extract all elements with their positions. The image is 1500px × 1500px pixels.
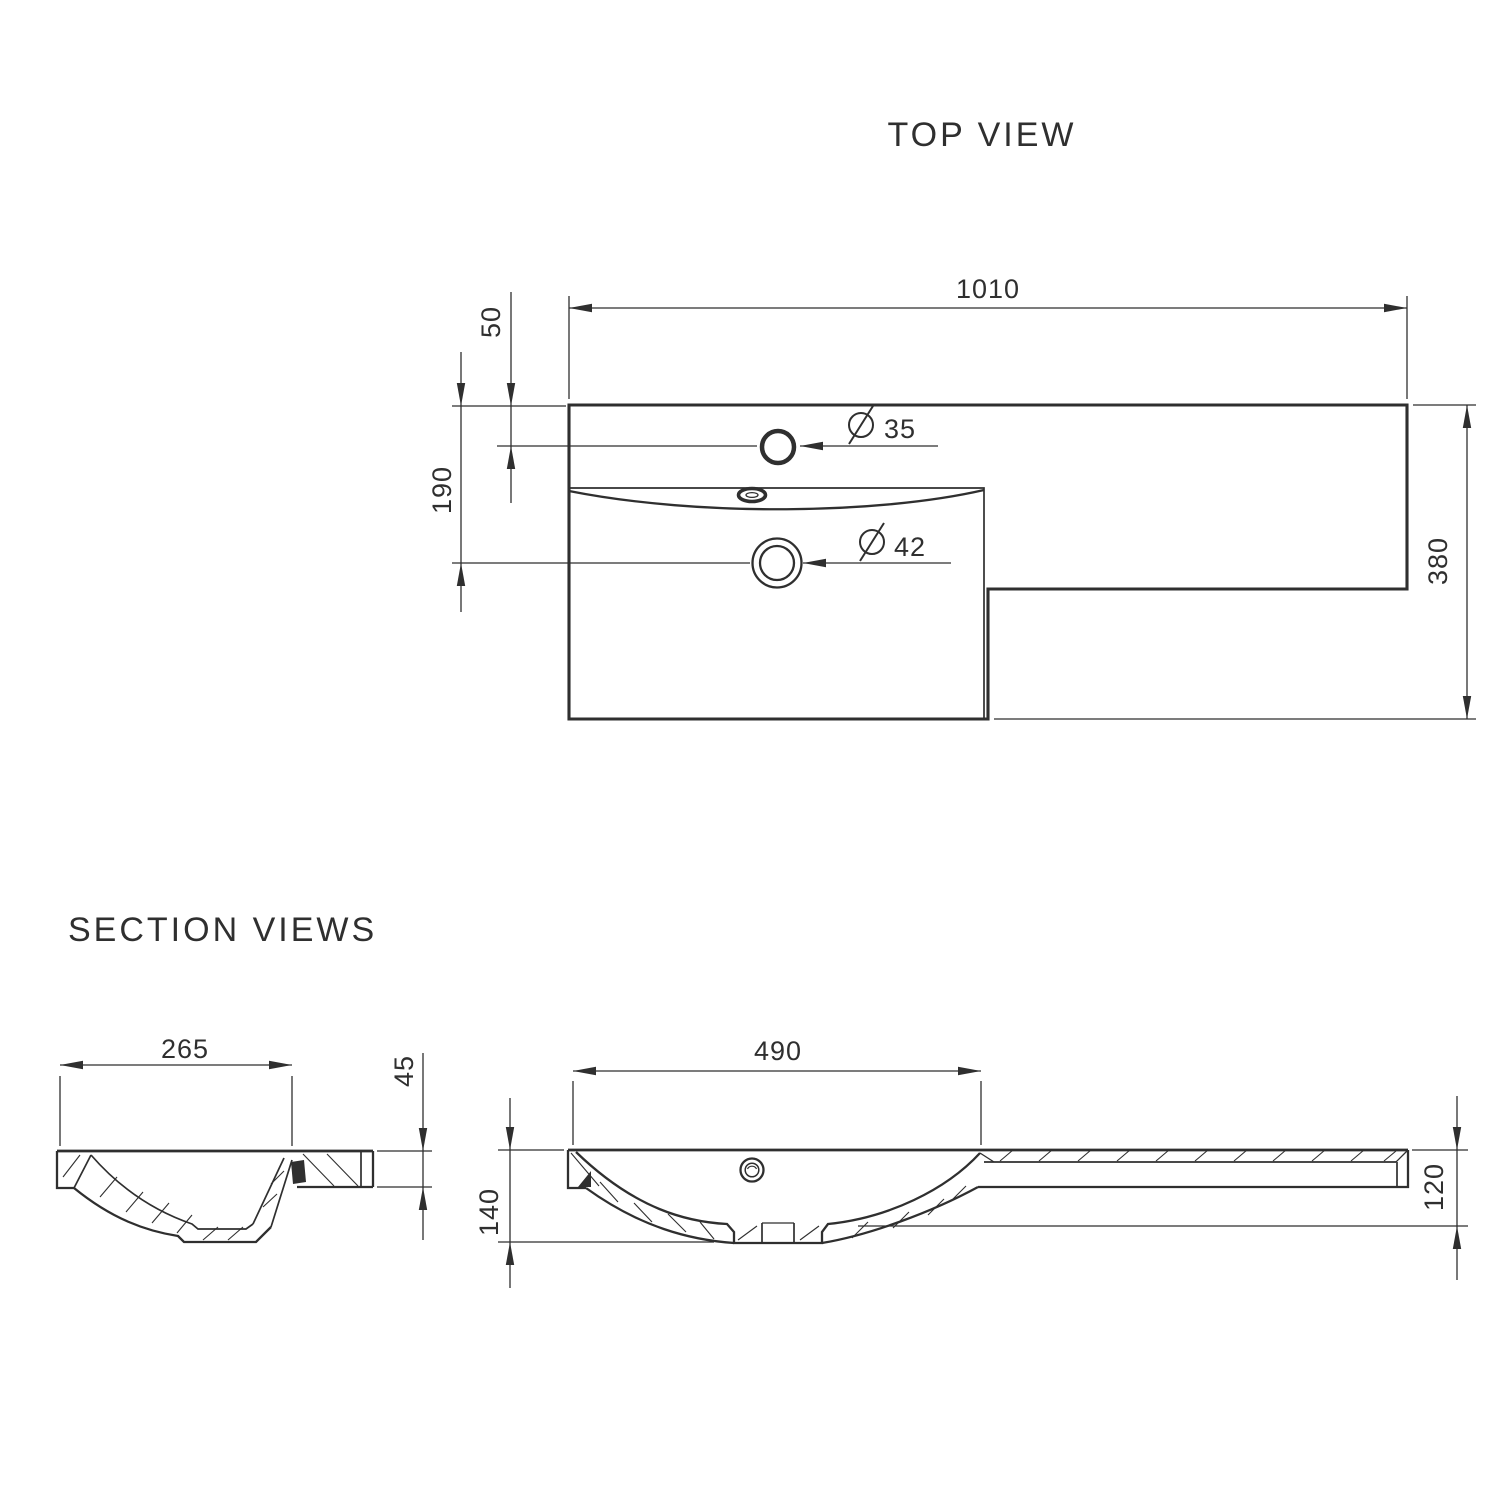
dim-shelf-height-label: 120: [1419, 1163, 1449, 1211]
dim-faucet-offset: 50: [452, 292, 757, 503]
drain-hole: [751, 537, 803, 589]
mounting-notch: [578, 1171, 591, 1187]
dim-shelf-height: 120: [858, 1096, 1468, 1280]
dim-drain-offset: 190: [427, 352, 750, 612]
overflow-slot: [736, 486, 768, 504]
dim-faucet-offset-label: 50: [476, 306, 506, 338]
section-left-profile: [55, 1149, 375, 1244]
dim-basin-width: 265: [59, 1034, 293, 1146]
section-right-profile: [566, 1148, 1410, 1245]
section-left: 265 45: [55, 1034, 432, 1244]
basin-cutout-outline: [568, 487, 985, 719]
dim-bowl-width-label: 490: [754, 1036, 802, 1066]
overflow-slot-section: [291, 1160, 306, 1184]
dim-basin-height-label: 140: [474, 1188, 504, 1236]
dim-overall-width-label: 1010: [956, 274, 1020, 304]
section-right-hatching: [570, 1149, 1397, 1241]
top-view-title: TOP VIEW: [887, 116, 1076, 154]
dim-overall-depth: 380: [994, 404, 1476, 720]
faucet-hole: [759, 428, 797, 466]
dim-bowl-width: 490: [572, 1036, 982, 1145]
dim-overall-depth-label: 380: [1423, 537, 1453, 585]
dim-rim-height-label: 45: [389, 1055, 419, 1087]
dim-drain-offset-label: 190: [427, 466, 457, 514]
section-right: 490 140 120: [474, 1036, 1468, 1288]
diameter-symbol: [859, 522, 885, 562]
leader-drain-diameter: 42: [803, 522, 951, 568]
top-view: TOP VIEW 101: [427, 116, 1476, 721]
leader-faucet-diameter: 35: [800, 405, 938, 451]
faucet-diameter-value: 35: [884, 414, 916, 444]
section-views: SECTION VIEWS: [55, 911, 1468, 1288]
section-left-hatching: [62, 1153, 359, 1241]
diameter-symbol: [848, 405, 874, 445]
drain-diameter-value: 42: [894, 532, 926, 562]
dim-basin-width-label: 265: [161, 1034, 209, 1064]
countertop-outline: [567, 403, 1409, 721]
dim-basin-height: 140: [474, 1098, 714, 1288]
dim-overall-width: 1010: [568, 274, 1408, 399]
overflow-hole-section: [739, 1157, 765, 1183]
dim-rim-height: 45: [377, 1053, 432, 1240]
section-views-title: SECTION VIEWS: [68, 911, 377, 949]
